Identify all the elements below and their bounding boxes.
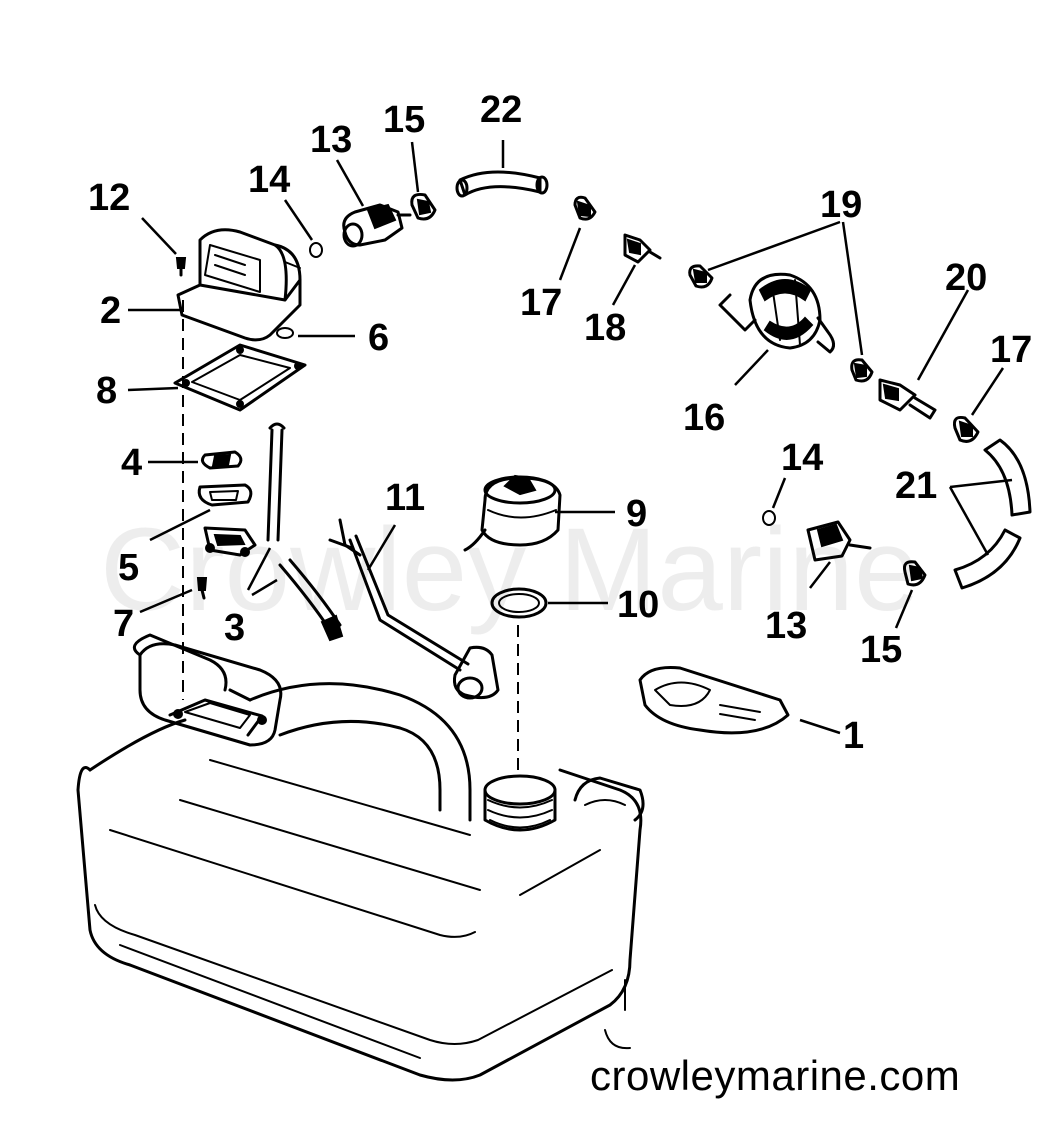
callout-17-upper: 17	[520, 282, 562, 324]
callout-13-lower: 13	[765, 605, 807, 647]
callout-13-upper: 13	[310, 119, 352, 161]
part-15-clamp-lower	[903, 560, 927, 587]
part-11-float-arm	[328, 518, 500, 700]
part-21-hose-lower	[953, 528, 1022, 590]
callout-3: 3	[224, 607, 245, 649]
callout-1: 1	[843, 715, 864, 757]
part-12-screw	[175, 257, 187, 277]
part-5-clip	[203, 526, 257, 557]
watermark-text: Crowley Marine	[100, 504, 920, 636]
fuel-tank	[76, 633, 645, 1082]
callout-2: 2	[100, 290, 121, 332]
callout-22: 22	[480, 89, 522, 131]
part-3-pickup-tube	[266, 422, 344, 642]
part-1-gauge-decal	[638, 666, 790, 735]
callout-5: 5	[118, 547, 139, 589]
callout-10: 10	[617, 584, 659, 626]
part-4-retainer	[200, 450, 243, 470]
part-10-cap-gasket	[490, 587, 548, 619]
part-6-o-ring	[276, 327, 294, 339]
part-17-clamp-lower	[953, 416, 980, 443]
part-16-primer-bulb	[718, 272, 835, 354]
callout-11: 11	[385, 477, 425, 519]
callout-19: 19	[820, 184, 862, 226]
part-19-valve-right	[850, 358, 874, 383]
part-9-filler-cap	[463, 474, 562, 552]
part-2-gauge-housing	[176, 228, 302, 342]
fill-neck	[483, 774, 557, 832]
part-13-connector-lower	[806, 520, 872, 562]
part-21-hose-upper	[983, 438, 1032, 517]
part-17-clamp-upper	[573, 195, 597, 221]
callout-21: 21	[895, 465, 937, 507]
part-19-valve-left	[688, 264, 714, 289]
callout-15-lower: 15	[860, 629, 902, 671]
part-5-bracket	[197, 483, 253, 507]
callout-16: 16	[683, 397, 725, 439]
part-13-connector-upper	[342, 203, 412, 248]
callout-7: 7	[113, 603, 134, 645]
part-14-o-ring-lower	[762, 510, 776, 526]
part-18-fitting	[623, 233, 662, 264]
callout-9: 9	[626, 493, 647, 535]
part-7-screw	[196, 577, 208, 600]
part-20-fitting	[878, 378, 937, 420]
callouts: 1 2 3 4 5 6 7 8 9 10 11 12 13 13 14 14 1…	[88, 89, 1032, 757]
callout-4: 4	[121, 442, 142, 484]
footer-website: crowleymarine.com	[590, 1052, 961, 1099]
callout-17-lower: 17	[990, 329, 1032, 371]
callout-6: 6	[368, 317, 389, 359]
callout-12: 12	[88, 177, 130, 219]
callout-15-upper: 15	[383, 99, 425, 141]
callout-8: 8	[96, 370, 117, 412]
part-8-gasket	[173, 343, 307, 412]
part-22-hose	[455, 170, 549, 198]
leader-lines	[127, 140, 1013, 735]
callout-20: 20	[945, 257, 987, 299]
part-14-o-ring-upper	[309, 242, 323, 258]
callout-14-upper: 14	[248, 159, 290, 201]
part-15-clamp-upper	[410, 193, 437, 221]
callout-14-lower: 14	[781, 437, 823, 479]
callout-18: 18	[584, 307, 626, 349]
